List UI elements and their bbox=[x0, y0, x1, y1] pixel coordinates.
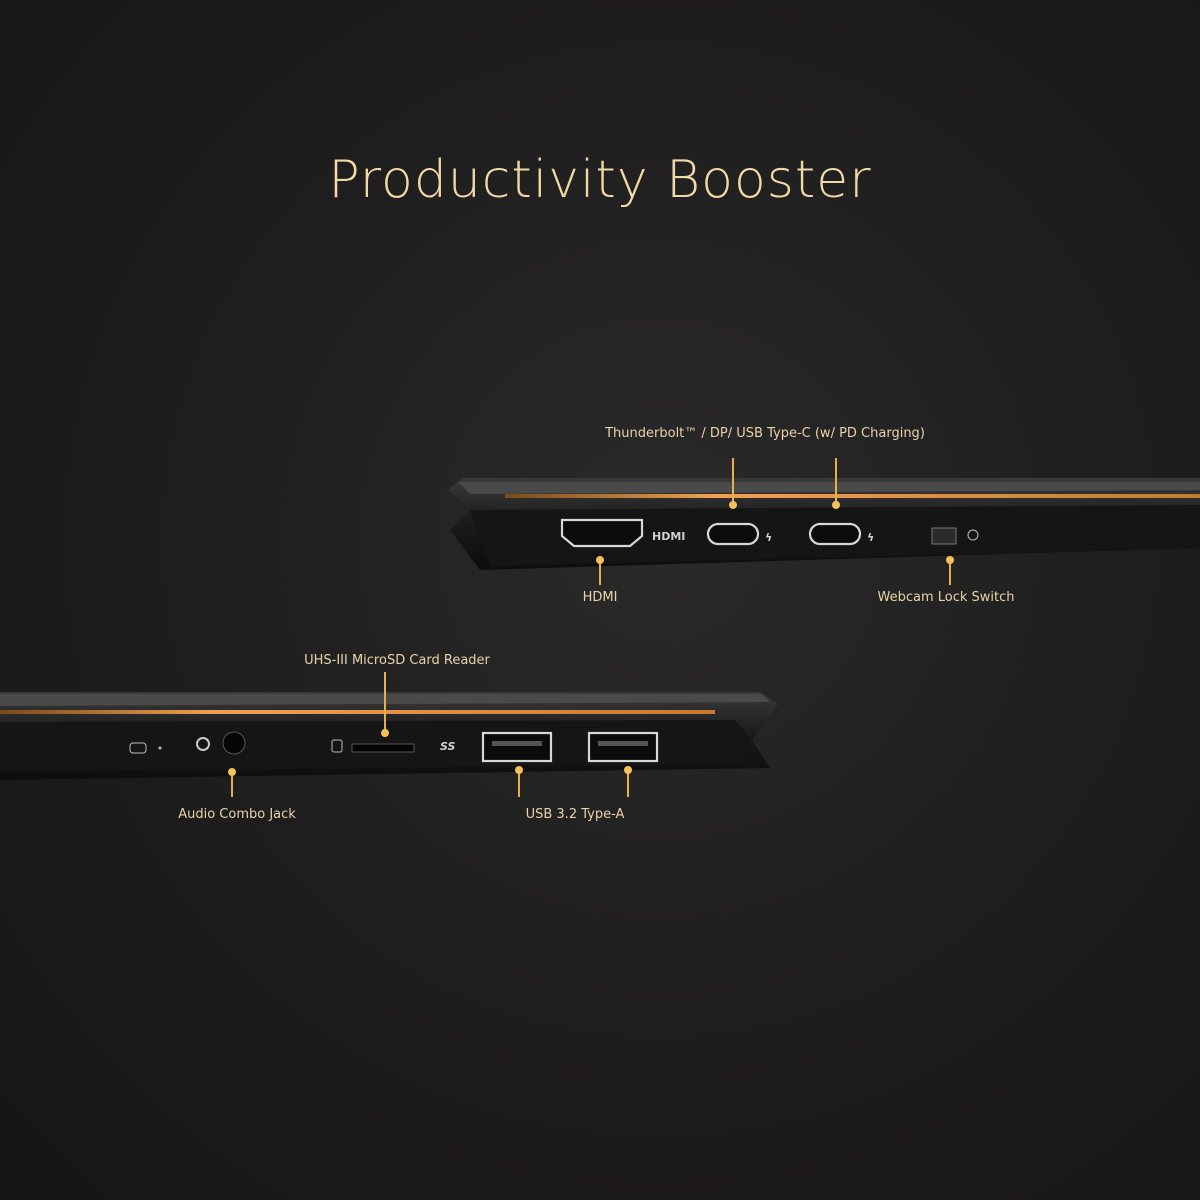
camera-icon bbox=[967, 529, 979, 541]
audio-jack-label: Audio Combo Jack bbox=[178, 807, 296, 822]
hdmi-label: HDMI bbox=[583, 590, 618, 605]
microsd-slot bbox=[351, 743, 415, 753]
hdmi-port bbox=[560, 518, 644, 548]
microsd-label: UHS-III MicroSD Card Reader bbox=[304, 653, 490, 668]
gold-trim bbox=[0, 710, 715, 714]
hdmi-logo: HDMI bbox=[652, 530, 685, 543]
laptop-right-side: HDMI ϟ ϟ Thunderbolt™ / DP/ USB Type-C (… bbox=[448, 426, 1200, 605]
usb-label: USB 3.2 Type-A bbox=[526, 807, 625, 822]
thunderbolt-icon: ϟ bbox=[765, 531, 772, 544]
power-indicator-icon bbox=[129, 742, 147, 754]
usb-ss-logo: SS bbox=[440, 740, 456, 753]
thunderbolt-port-2 bbox=[808, 522, 862, 546]
thunderbolt-port-1 bbox=[706, 522, 760, 546]
webcam-lock-switch bbox=[931, 527, 957, 545]
usb-a-port-1 bbox=[481, 731, 553, 763]
audio-jack bbox=[222, 731, 246, 755]
webcam-lock-label: Webcam Lock Switch bbox=[877, 590, 1014, 605]
page-title: Productivity Booster bbox=[328, 150, 872, 210]
laptop-left-side: SS UHS-III MicroSD Card Reader Audio Com… bbox=[0, 653, 778, 822]
sd-card-icon bbox=[331, 739, 343, 753]
thunderbolt-icon: ϟ bbox=[867, 531, 874, 544]
gold-trim bbox=[505, 494, 1200, 498]
headset-icon bbox=[196, 737, 210, 751]
usb-a-port-2 bbox=[587, 731, 659, 763]
thunderbolt-label: Thunderbolt™ / DP/ USB Type-C (w/ PD Cha… bbox=[604, 426, 925, 441]
